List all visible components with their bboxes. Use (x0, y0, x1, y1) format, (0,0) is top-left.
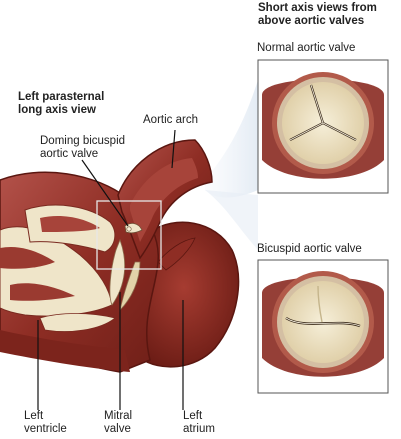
bicuspid-valve-panel (257, 259, 389, 394)
long-axis-title-line2: long axis view (18, 104, 96, 116)
zoom-box (96, 200, 162, 270)
normal-valve-label: Normal aortic valve (257, 42, 356, 54)
short-axis-title-line1: Short axis views from (258, 2, 377, 14)
atrial-septum (157, 237, 196, 271)
mitral-valve-label-line2: valve (104, 423, 131, 435)
trabeculae-2 (10, 283, 75, 301)
left-atrium-label-line1: Left (183, 410, 203, 422)
aortic-arch-label: Aortic arch (143, 114, 198, 126)
long-axis-title-line1: Left parasternal (18, 91, 105, 103)
aorta-lumen (130, 158, 198, 242)
projection-glow (205, 80, 258, 198)
trabeculae (0, 246, 55, 269)
doming-label-line2: aortic valve (40, 148, 99, 160)
left-atrium-label-line2: atrium (183, 423, 215, 435)
upper-chamber-inner (40, 216, 100, 232)
left-ventricle-label-line1: Left (24, 410, 44, 422)
pointer-aortic-arch (171, 129, 176, 169)
lower-cavity (39, 313, 116, 332)
mitral-valve-label-line1: Mitral (104, 410, 133, 422)
bicuspid-valve-label: Bicuspid aortic valve (257, 243, 362, 255)
lower-wall (0, 330, 130, 372)
doming-label-line1: Doming bicuspid (40, 135, 126, 147)
doming-leaflet-tip (126, 226, 132, 232)
projection-glow-lower (205, 190, 258, 250)
short-axis-title-line2: above aortic valves (258, 15, 365, 27)
mitral-leaflet-anterior (109, 238, 125, 306)
pointer-doming (81, 159, 129, 227)
left-ventricle-label-line2: ventricle (24, 423, 67, 435)
normal-valve-panel (257, 59, 389, 194)
